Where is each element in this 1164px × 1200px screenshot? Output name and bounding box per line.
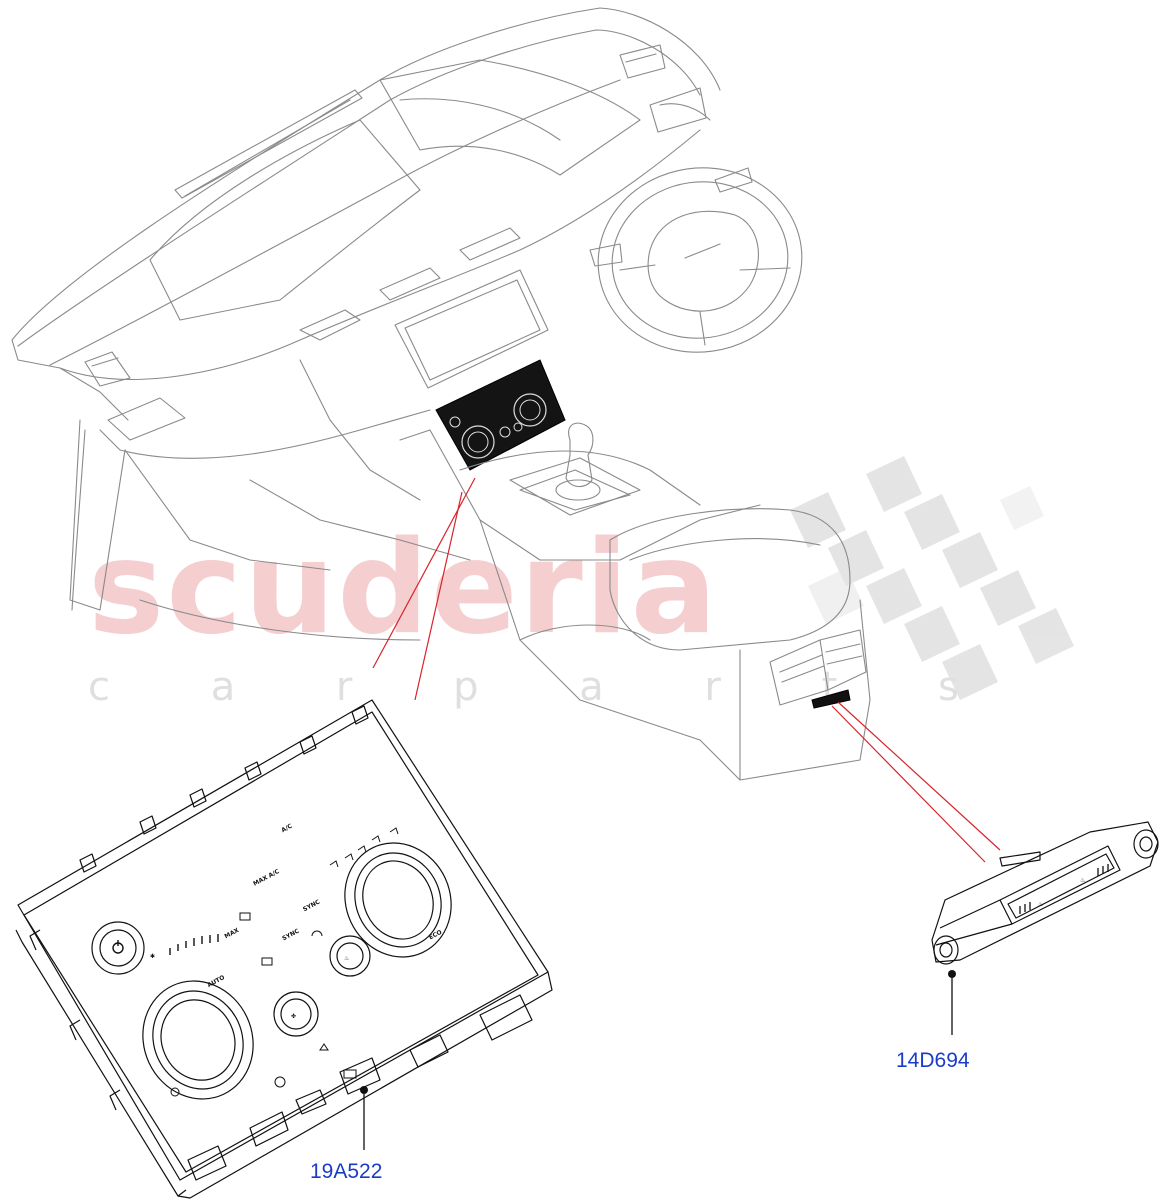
fixing-screw <box>360 1086 368 1094</box>
rear-seat-heater-switch: ♨ ♨ <box>931 821 1159 1035</box>
svg-text:♨: ♨ <box>344 955 349 962</box>
ac-label[interactable]: A/C <box>280 822 294 834</box>
sync-rear-label[interactable]: SYNC <box>302 898 322 913</box>
max-ac-label[interactable]: MAX A/C <box>252 868 281 888</box>
rear-vents <box>769 629 867 706</box>
sync-front-label[interactable]: SYNC <box>281 927 301 942</box>
steering-wheel <box>589 167 803 353</box>
watermark-brand: scuderia <box>88 514 719 663</box>
fixing-screw <box>948 970 956 978</box>
watermark: scuderia c a r p a r t s <box>88 456 1074 710</box>
seat-heat-indicator-right <box>1097 864 1109 876</box>
infotainment-screen <box>394 269 549 389</box>
leader-14d694-b <box>831 705 986 863</box>
leader-lines <box>372 477 1001 863</box>
fan-speed-scale <box>169 934 219 955</box>
climate-panel-in-situ <box>435 359 566 471</box>
leader-19a522-b <box>414 491 463 701</box>
seat-heat-indicator-left <box>1019 902 1031 914</box>
panel-button-labels: AUTO MAX MAX A/C A/C SYNC SYNC ECO <box>206 822 443 989</box>
fan-low-icon: ✱ <box>150 953 155 960</box>
part-label-19a522[interactable]: 19A522 <box>310 1160 382 1183</box>
seat-heat-right-icon[interactable]: ♨ <box>1080 877 1085 884</box>
fan-button[interactable]: ✤ <box>273 991 319 1037</box>
left-temperature-knob[interactable] <box>124 963 273 1117</box>
dashboard-illustration <box>11 7 871 781</box>
right-temperature-knob[interactable] <box>326 825 469 974</box>
part-label-14d694[interactable]: 14D694 <box>896 1049 970 1072</box>
climate-control-panel: ✱ ✤ ♨ AUTO MAX MAX A/C A/C SYNC SYNC E <box>15 699 553 1199</box>
eco-label[interactable]: ECO <box>428 929 443 942</box>
svg-text:✤: ✤ <box>291 1013 296 1020</box>
center-console <box>139 359 871 781</box>
rear-switch-in-situ <box>811 689 851 709</box>
leader-14d694-a <box>837 701 1001 851</box>
max-defrost-label[interactable]: MAX <box>223 927 240 941</box>
auto-label[interactable]: AUTO <box>206 974 226 989</box>
airflow-mode-icons <box>170 827 399 1097</box>
power-knob[interactable] <box>91 921 145 975</box>
seat-heat-left-icon[interactable]: ♨ <box>1038 901 1043 908</box>
seat-heat-button[interactable]: ♨ <box>329 935 371 977</box>
